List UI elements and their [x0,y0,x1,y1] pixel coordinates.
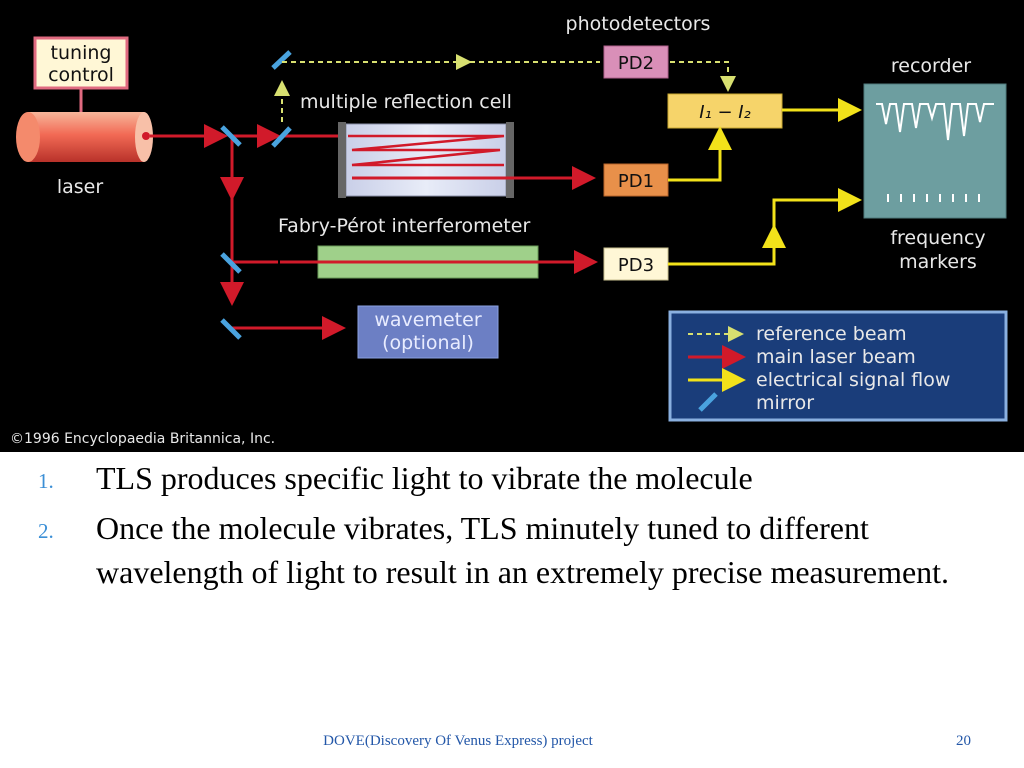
wavemeter-label-2: (optional) [382,332,474,354]
mirror-reference [271,50,292,70]
cell-mirror-right [506,122,514,198]
mirror-cell-entry [271,126,292,148]
mirror-splitter-2 [220,252,242,274]
bullet-list: 1. TLS produces specific light to vibrat… [38,456,978,600]
footer-text: DOVE(Discovery Of Venus Express) project [323,733,593,749]
wavemeter-label-1: wavemeter [374,309,481,331]
bullet-item-1: 1. TLS produces specific light to vibrat… [38,456,978,500]
signal-pd3-to-recorder [772,188,862,232]
multiple-reflection-cell-label: multiple reflection cell [300,91,512,113]
tuning-control-label-1: tuning [51,42,112,64]
mirror-splitter-1 [220,125,242,147]
wavemeter-box [357,305,499,359]
legend-swatch-mirror [698,392,718,412]
tuning-control-label-2: control [48,64,114,86]
page-number: 20 [956,733,971,749]
recorder-frequency-ticks [887,194,980,202]
recorder-label: recorder [891,55,971,77]
cell-zigzag-beam [348,134,505,167]
bullet-text-1: TLS produces specific light to vibrate t… [96,460,753,496]
bullet-text-2: Once the molecule vibrates, TLS minutely… [96,510,950,590]
recorder-trace [876,103,994,141]
bullet-number-1: 1. [38,469,54,493]
pd2-label: PD2 [618,53,654,74]
pd3-label: PD3 [618,255,654,276]
signal-pd1-to-diff [668,126,732,182]
pd1-box [603,163,669,197]
tls-diagram: tuning control laser photodetectors mult… [10,13,1008,447]
difference-label: I₁ − I₂ [699,102,751,123]
difference-box [667,93,783,129]
laser-body [28,112,144,162]
frequency-markers-label-2: markers [899,251,977,273]
laser-aperture [142,132,150,140]
legend-label-reference: reference beam [756,323,907,345]
diagram-panel: tuning control laser photodetectors mult… [0,0,1024,452]
legend-label-signal: electrical signal flow [756,369,950,391]
pd2-box [603,45,669,79]
fabry-perot-label: Fabry-Pérot interferometer [278,215,530,237]
bullet-item-2: 2. Once the molecule vibrates, TLS minut… [38,506,978,594]
frequency-markers-label-1: frequency [890,227,985,249]
mirror-wavemeter [220,318,242,340]
pd3-box [603,247,669,281]
copyright-text: ©1996 Encyclopaedia Britannica, Inc. [10,431,275,447]
bullet-number-2: 2. [38,519,54,543]
signal-pd3-up [668,224,786,266]
pd1-label: PD1 [618,171,654,192]
laser-back [16,112,40,162]
reference-beam-pd2-out [670,61,736,92]
laser-label: laser [57,176,104,198]
photodetectors-label: photodetectors [566,13,711,35]
legend-label-main-beam: main laser beam [756,346,916,368]
cell-mirror-left [338,122,346,198]
legend-label-mirror: mirror [756,392,814,414]
